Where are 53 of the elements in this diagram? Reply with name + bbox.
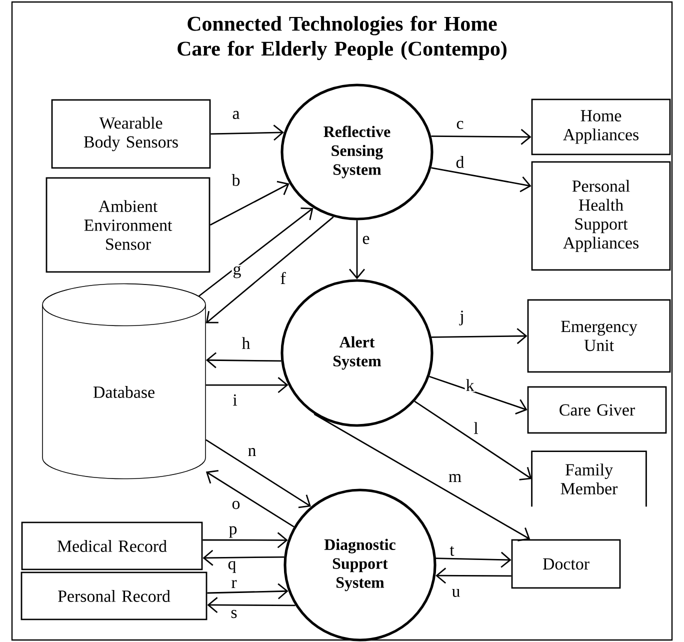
process-box: Home Appliances	[531, 98, 671, 156]
arrow	[436, 568, 512, 584]
process-box: Doctor	[511, 539, 621, 589]
edge-label: o	[230, 500, 242, 510]
edge-label: n	[246, 447, 258, 457]
edge-label: s	[230, 608, 238, 620]
arrow	[206, 352, 282, 368]
edge-label: t	[448, 545, 456, 557]
arrow	[431, 128, 532, 145]
process-box: Care Giver	[527, 386, 667, 434]
title: Connected Technologies for Home Care for Elderly People (Contempo)	[178, 16, 506, 60]
process-box: Personal Record	[20, 572, 208, 620]
process-box: Family Member	[531, 450, 647, 507]
arrow	[436, 552, 512, 568]
edge-label: q	[226, 560, 238, 574]
arrow	[202, 550, 284, 566]
edge-label: m	[447, 473, 463, 483]
arrow	[207, 597, 296, 613]
arrow	[432, 328, 528, 344]
arrow	[429, 376, 528, 414]
edge-label: h	[240, 336, 252, 350]
arrow	[198, 207, 314, 297]
arrow	[210, 180, 290, 226]
arrow	[206, 470, 294, 528]
edge-label: c	[455, 120, 465, 130]
edge-label: e	[361, 234, 371, 246]
edge-label: b	[230, 173, 242, 187]
arrow	[202, 532, 288, 548]
edge-label: d	[454, 155, 466, 169]
arrow	[414, 400, 532, 480]
arrow	[207, 583, 288, 600]
edge-label: i	[232, 393, 238, 407]
edge-label: j	[458, 310, 466, 326]
arrow	[206, 439, 311, 508]
arrow	[349, 220, 366, 280]
edge-label: r	[230, 579, 238, 589]
process-box: Medical Record	[21, 522, 203, 570]
process-box: Emergency Unit	[527, 299, 671, 373]
process-box: Wearable Body Sensors	[51, 99, 211, 169]
process-box: Ambient Environment Sensor	[46, 177, 210, 273]
edge-label: k	[464, 378, 476, 392]
edge-label: u	[450, 588, 462, 598]
arrow	[206, 377, 288, 394]
arrow	[210, 124, 284, 141]
arrow	[314, 413, 530, 542]
edge-label: g	[232, 264, 242, 280]
arrow	[431, 167, 532, 192]
edge-label: p	[228, 525, 238, 539]
database-cylinder: Database	[42, 283, 206, 480]
process-box: Personal Health Support Appliances	[531, 161, 671, 271]
edge-label: l	[472, 421, 480, 435]
arrow	[206, 216, 334, 324]
edge-label: a	[231, 110, 241, 120]
